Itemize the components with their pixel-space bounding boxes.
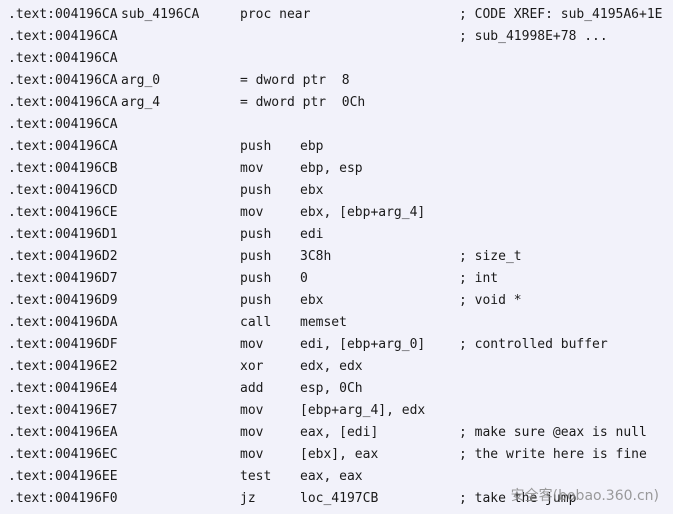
line-mnemonic: mov	[240, 425, 264, 440]
line-address: .text:004196F0	[8, 491, 118, 506]
line-address: .text:004196CA	[8, 7, 118, 22]
line-operands: esp, 0Ch	[300, 381, 363, 396]
line-operands: memset	[300, 315, 347, 330]
line-mnemonic: xor	[240, 359, 264, 374]
line-operands: [ebp+arg_4], edx	[300, 403, 426, 418]
line-address: .text:004196CE	[8, 205, 118, 220]
line-operands: loc_4197CB	[300, 491, 379, 506]
line-comment: ; CODE XREF: sub_4195A6+1E	[459, 7, 663, 22]
line-address: .text:004196CA	[8, 117, 118, 132]
code-line[interactable]: .text:004196D9 push ebx ; void *	[0, 290, 673, 312]
line-mnemonic: = dword ptr 0Ch	[240, 95, 366, 110]
line-operands: eax, [edi]	[300, 425, 379, 440]
watermark: 安全客(bobao.360.cn)	[510, 488, 659, 504]
line-mnemonic: push	[240, 249, 272, 264]
code-line[interactable]: .text:004196E7 mov [ebp+arg_4], edx	[0, 400, 673, 422]
code-line[interactable]: .text:004196CD push ebx	[0, 180, 673, 202]
code-line[interactable]: .text:004196CA	[0, 114, 673, 136]
line-address: .text:004196CA	[8, 29, 118, 44]
line-operands: ebx	[300, 293, 324, 308]
line-mnemonic: add	[240, 381, 264, 396]
line-mnemonic: test	[240, 469, 272, 484]
line-mnemonic: push	[240, 139, 272, 154]
line-address: .text:004196CA	[8, 73, 118, 88]
code-line[interactable]: .text:004196D2 push 3C8h ; size_t	[0, 246, 673, 268]
code-line[interactable]: .text:004196CA	[0, 48, 673, 70]
line-address: .text:004196EE	[8, 469, 118, 484]
line-mnemonic: = dword ptr 8	[240, 73, 350, 88]
code-line[interactable]: .text:004196CB mov ebp, esp	[0, 158, 673, 180]
line-address: .text:004196E2	[8, 359, 118, 374]
line-address: .text:004196E7	[8, 403, 118, 418]
line-operands: edx, edx	[300, 359, 363, 374]
line-address: .text:004196CA	[8, 95, 118, 110]
line-comment: ; sub_41998E+78 ...	[459, 29, 608, 44]
line-label: sub_4196CA	[121, 7, 200, 22]
code-line[interactable]: .text:004196EA mov eax, [edi] ; make sure @…	[0, 422, 673, 444]
line-comment: ; size_t	[459, 249, 522, 264]
line-address: .text:004196CD	[8, 183, 118, 198]
line-mnemonic: mov	[240, 403, 264, 418]
line-address: .text:004196EC	[8, 447, 118, 462]
line-comment: ; the write here is fine	[459, 447, 647, 462]
line-comment: ; int	[459, 271, 499, 286]
line-address: .text:004196D1	[8, 227, 118, 242]
code-line[interactable]: .text:004196DF mov edi, [ebp+arg_0] ; contr…	[0, 334, 673, 356]
line-address: .text:004196E4	[8, 381, 118, 396]
code-line[interactable]: .text:004196CA ; sub_41998E+78 ...	[0, 26, 673, 48]
line-mnemonic: push	[240, 227, 272, 242]
line-mnemonic: mov	[240, 447, 264, 462]
line-address: .text:004196D9	[8, 293, 118, 308]
line-mnemonic: call	[240, 315, 272, 330]
line-label: arg_4	[121, 95, 161, 110]
line-mnemonic: mov	[240, 161, 264, 176]
line-operands: eax, eax	[300, 469, 363, 484]
code-line[interactable]: .text:004196CA push ebp	[0, 136, 673, 158]
line-address: .text:004196DF	[8, 337, 118, 352]
line-mnemonic: push	[240, 293, 272, 308]
line-comment: ; take the jump	[459, 491, 577, 506]
line-address: .text:004196CA	[8, 139, 118, 154]
code-line[interactable]: .text:004196F0 jz loc_4197CB ; take the jum…	[0, 488, 673, 510]
line-operands: 0	[300, 271, 308, 286]
code-line[interactable]: .text:004196DA call memset	[0, 312, 673, 334]
line-mnemonic: push	[240, 183, 272, 198]
code-line[interactable]: .text:004196EC mov [ebx], eax ; the write h…	[0, 444, 673, 466]
line-address: .text:004196DA	[8, 315, 118, 330]
line-operands: ebp	[300, 139, 324, 154]
line-mnemonic: jz	[240, 491, 256, 506]
line-operands: 3C8h	[300, 249, 332, 264]
line-mnemonic: proc near	[240, 7, 311, 22]
code-line[interactable]: .text:004196E4 add esp, 0Ch	[0, 378, 673, 400]
line-mnemonic: push	[240, 271, 272, 286]
line-comment: ; controlled buffer	[459, 337, 608, 352]
line-label: arg_0	[121, 73, 161, 88]
line-operands: [ebx], eax	[300, 447, 379, 462]
line-address: .text:004196D2	[8, 249, 118, 264]
code-line[interactable]: .text:004196CE mov ebx, [ebp+arg_4]	[0, 202, 673, 224]
line-address: .text:004196CA	[8, 51, 118, 66]
code-line[interactable]: .text:004196EE test eax, eax	[0, 466, 673, 488]
line-operands: edi	[300, 227, 324, 242]
line-mnemonic: mov	[240, 205, 264, 220]
line-comment: ; void *	[459, 293, 522, 308]
code-line[interactable]: .text:004196E2 xor edx, edx	[0, 356, 673, 378]
code-line[interactable]: .text:004196D7 push 0 ; int	[0, 268, 673, 290]
line-comment: ; make sure @eax is null	[459, 425, 647, 440]
line-mnemonic: mov	[240, 337, 264, 352]
code-line[interactable]: .text:004196D1 push edi	[0, 224, 673, 246]
line-address: .text:004196D7	[8, 271, 118, 286]
line-operands: ebp, esp	[300, 161, 363, 176]
line-address: .text:004196EA	[8, 425, 118, 440]
line-address: .text:004196CB	[8, 161, 118, 176]
line-operands: ebx, [ebp+arg_4]	[300, 205, 426, 220]
line-operands: ebx	[300, 183, 324, 198]
line-operands: edi, [ebp+arg_0]	[300, 337, 426, 352]
